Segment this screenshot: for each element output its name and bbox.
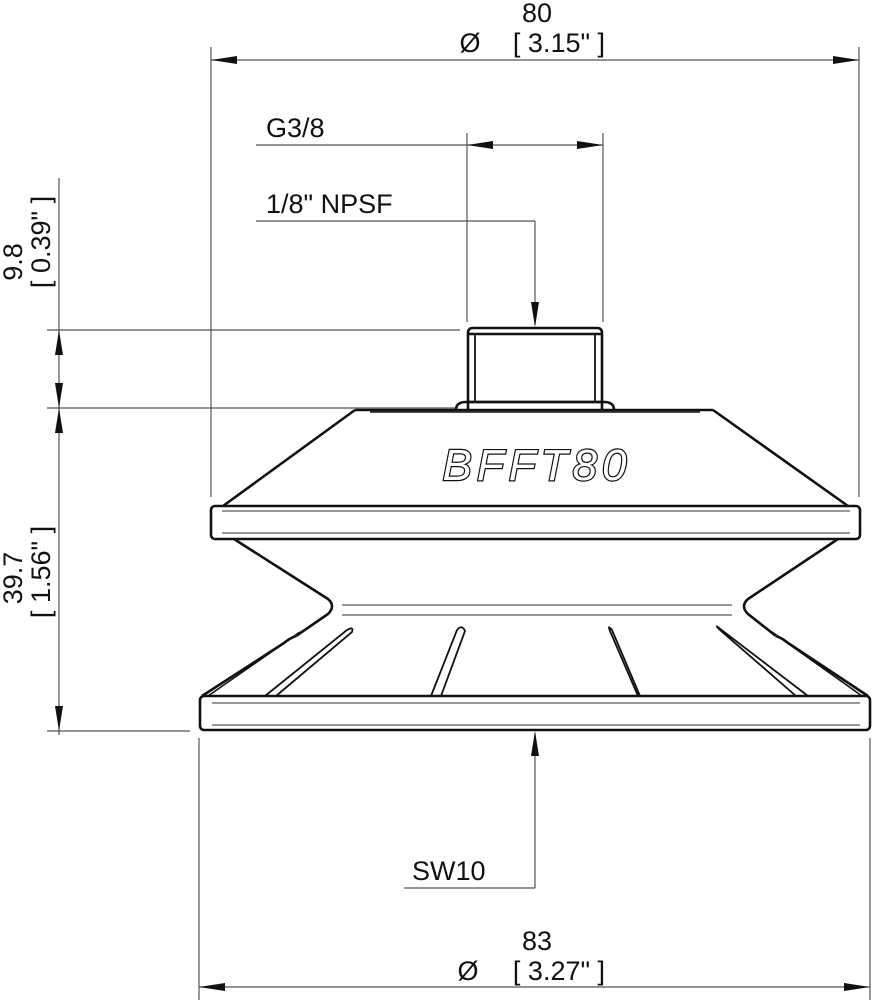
- arrow-left-icon: [467, 141, 493, 149]
- diameter-symbol-icon: Ø: [457, 956, 478, 986]
- bottom-diameter-inch: [ 3.27" ]: [513, 956, 605, 986]
- top-diameter-dimension: 80 Ø [ 3.15" ]: [210, 0, 860, 497]
- thread-height-mm: 9.8: [0, 243, 28, 281]
- bottom-diameter-dimension: 83 Ø [ 3.27" ]: [198, 738, 871, 1000]
- bellows-waist: [233, 537, 839, 638]
- body-height-inch: [ 1.56" ]: [26, 526, 56, 618]
- thread-npsf-label: 1/8" NPSF: [266, 189, 393, 219]
- thread-callouts: G3/8 1/8" NPSF: [256, 113, 604, 327]
- thread-fitting: [454, 326, 616, 411]
- arrow-right-icon: [844, 983, 870, 991]
- thread-height-inch: [ 0.39" ]: [26, 196, 56, 288]
- arrow-up-icon: [531, 731, 539, 756]
- upper-flange: [209, 504, 862, 541]
- lower-flange: [198, 694, 872, 732]
- height-dimensions: 9.8 [ 0.39" ] 39.7 [ 1.56" ]: [0, 178, 460, 735]
- thread-g-label: G3/8: [266, 113, 325, 143]
- part-marking: BFFT80: [443, 441, 632, 490]
- top-diameter-inch: [ 3.15" ]: [513, 28, 605, 58]
- arrow-down-icon: [55, 706, 63, 731]
- wrench-size-label: SW10: [412, 856, 486, 886]
- arrow-down-icon: [55, 383, 63, 408]
- arrow-left-icon: [211, 56, 237, 64]
- bottom-diameter-mm: 83: [522, 926, 552, 956]
- lower-skirt: [201, 625, 869, 698]
- arrow-down-icon: [531, 302, 539, 327]
- arrow-left-icon: [199, 983, 225, 991]
- arrow-up-icon: [55, 408, 63, 433]
- arrow-up-icon: [55, 330, 63, 355]
- arrow-right-icon: [833, 56, 859, 64]
- upper-cone: BFFT80: [222, 408, 849, 508]
- top-diameter-mm: 80: [522, 0, 552, 28]
- wrench-size-callout: SW10: [404, 731, 539, 889]
- body-height-mm: 39.7: [0, 552, 28, 605]
- arrow-right-icon: [577, 141, 603, 149]
- diameter-symbol-icon: Ø: [459, 28, 480, 58]
